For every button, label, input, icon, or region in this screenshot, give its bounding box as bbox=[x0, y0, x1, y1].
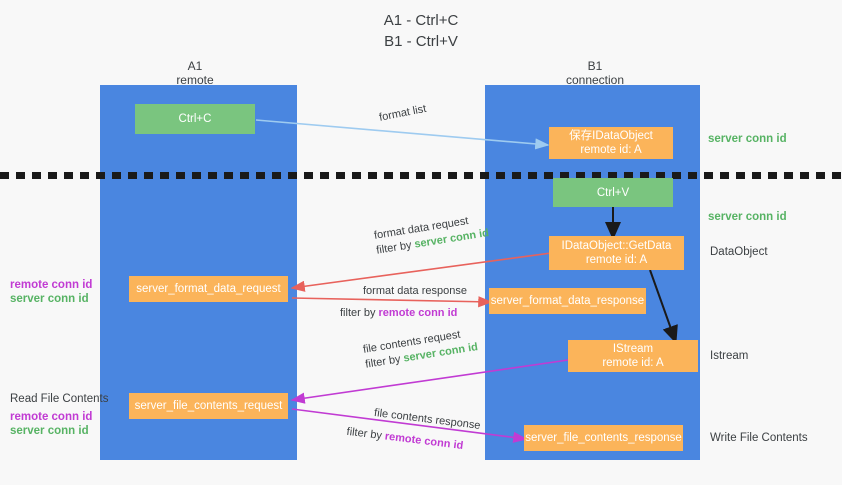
filter-value-remote-conn-id: remote conn id bbox=[378, 307, 458, 319]
annotation-remote-conn-id-2: remote conn id bbox=[10, 411, 93, 423]
annotation-server-conn-id-2: server conn id bbox=[10, 425, 89, 437]
annotation-server-conn-id-top: server conn id bbox=[708, 133, 787, 145]
annotation-write-file-contents: Write File Contents bbox=[710, 432, 808, 444]
node-server-file-contents-request[interactable]: server_file_contents_request bbox=[129, 393, 288, 419]
phase-divider bbox=[0, 172, 842, 179]
node-ctrl-v[interactable]: Ctrl+V bbox=[553, 178, 673, 207]
filter-value-remote-conn-id: remote conn id bbox=[384, 430, 464, 452]
edge-label-format-data-response: format data response filter by remote co… bbox=[340, 284, 467, 321]
node-ctrl-v-label: Ctrl+V bbox=[596, 186, 630, 199]
diagram-title: A1 - Ctrl+C B1 - Ctrl+V bbox=[0, 10, 842, 52]
edge-label-file-contents-response: file contents response filter by remote … bbox=[346, 406, 481, 456]
node-istream-line1: IStream bbox=[612, 343, 654, 355]
title-line-1: A1 - Ctrl+C bbox=[383, 12, 459, 29]
annotation-read-file-contents: Read File Contents bbox=[10, 393, 109, 405]
node-server-format-data-response[interactable]: server_format_data_response bbox=[489, 288, 646, 314]
edge-label-format-data-request: format data request filter by server con… bbox=[373, 211, 490, 258]
node-istream[interactable]: IStream remote id: A bbox=[568, 340, 698, 372]
edge-label-format-list: format list bbox=[378, 102, 428, 126]
column-a1-sub: remote bbox=[176, 73, 214, 87]
annotation-server-conn-id-1: server conn id bbox=[10, 293, 89, 305]
node-server-format-data-request[interactable]: server_format_data_request bbox=[129, 276, 288, 302]
node-server-format-data-request-label: server_format_data_request bbox=[136, 283, 281, 295]
node-idataobject-getdata[interactable]: IDataObject::GetData remote id: A bbox=[549, 236, 684, 270]
edge-label-format-data-response-text: format data response bbox=[363, 285, 467, 297]
annotation-remote-conn-id-1: remote conn id bbox=[10, 279, 93, 291]
node-getdata-line1: IDataObject::GetData bbox=[561, 240, 672, 252]
column-b1-name: B1 bbox=[587, 59, 603, 73]
title-line-2: B1 - Ctrl+V bbox=[384, 33, 458, 50]
node-ctrl-c-label: Ctrl+C bbox=[178, 113, 212, 125]
filter-prefix: filter by bbox=[340, 307, 379, 319]
annotation-dataobject: DataObject bbox=[710, 246, 768, 258]
edge-label-file-contents-request: file contents request filter by server c… bbox=[362, 325, 479, 372]
node-server-file-contents-response[interactable]: server_file_contents_response bbox=[524, 425, 683, 451]
node-istream-line2: remote id: A bbox=[602, 357, 664, 369]
column-b1-sub: connection bbox=[565, 73, 625, 87]
column-header-a1: A1 remote bbox=[115, 59, 275, 87]
node-save-idataobject[interactable]: 保存IDataObject remote id: A bbox=[549, 127, 673, 159]
edge-label-format-list-text: format list bbox=[378, 102, 428, 124]
node-server-format-data-response-label: server_format_data_response bbox=[490, 295, 645, 307]
column-a1-name: A1 bbox=[187, 59, 203, 73]
column-header-b1: B1 connection bbox=[515, 59, 675, 87]
annotation-server-conn-id-mid: server conn id bbox=[708, 211, 787, 223]
node-save-idataobject-line2: remote id: A bbox=[580, 144, 642, 156]
node-save-idataobject-line1: 保存IDataObject bbox=[569, 130, 653, 142]
edge-label-format-data-response-filter: filter by remote conn id bbox=[340, 306, 467, 321]
node-server-file-contents-request-label: server_file_contents_request bbox=[134, 400, 283, 412]
filter-prefix: filter by bbox=[345, 425, 386, 443]
node-getdata-line2: remote id: A bbox=[585, 254, 648, 266]
annotation-istream: Istream bbox=[710, 350, 749, 362]
node-server-file-contents-response-label: server_file_contents_response bbox=[525, 432, 682, 444]
node-ctrl-c[interactable]: Ctrl+C bbox=[135, 104, 255, 134]
